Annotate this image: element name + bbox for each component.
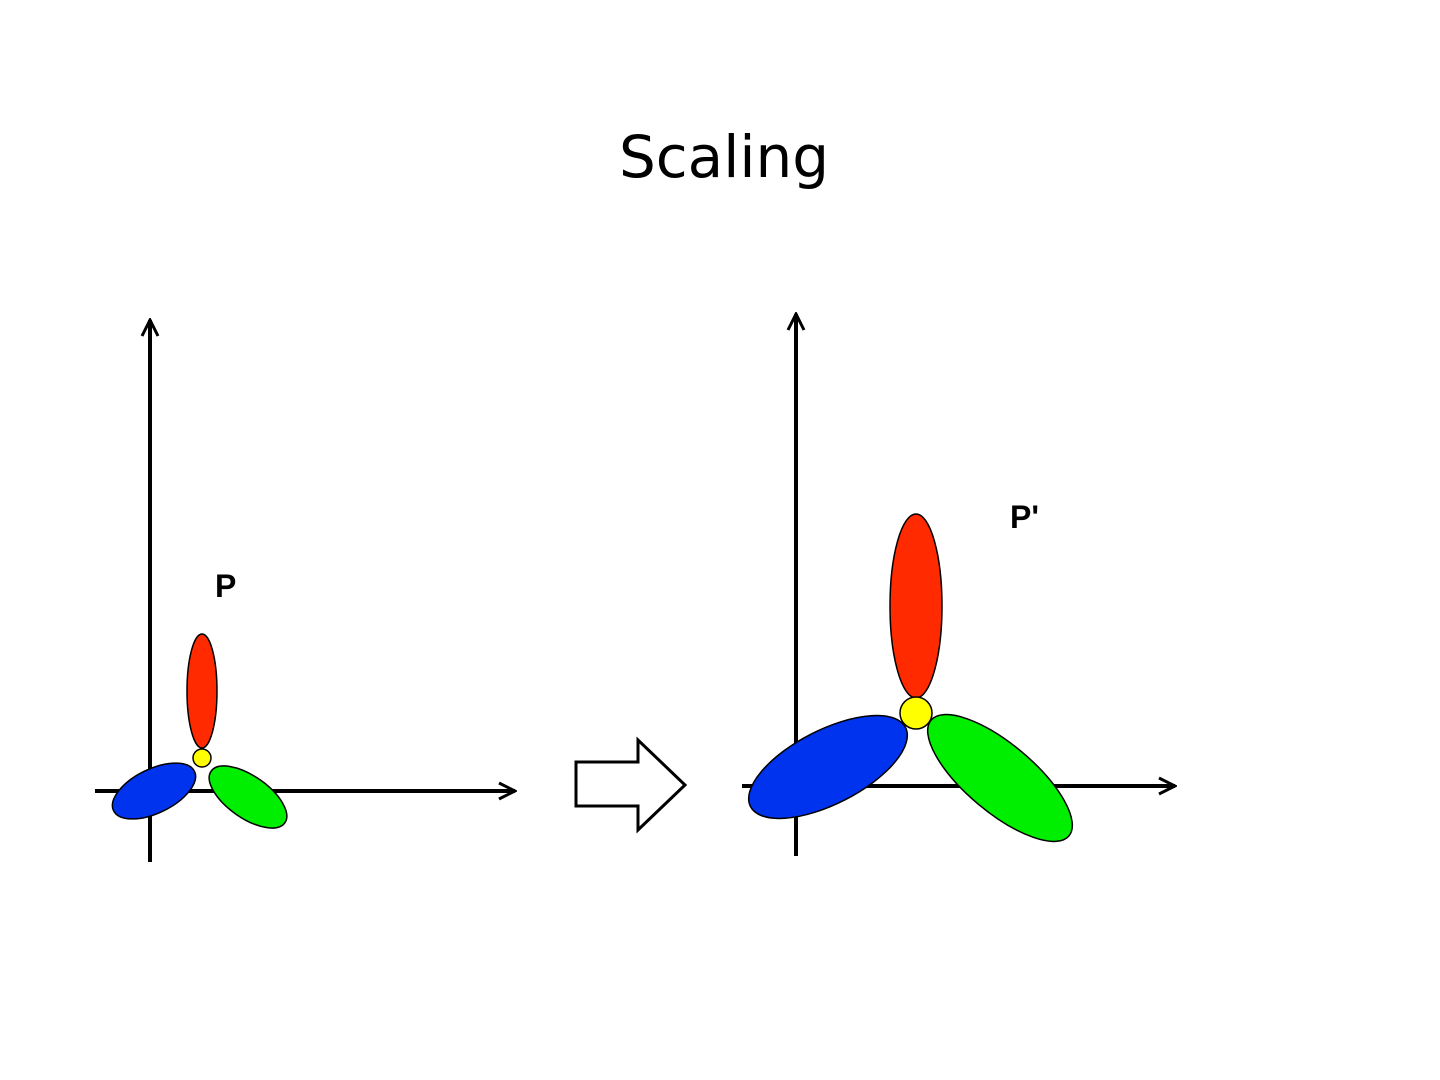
right-figure: P'	[742, 314, 1175, 856]
left-point-label: P	[215, 568, 236, 604]
left-figure: P	[95, 320, 515, 862]
right-arrow-icon	[574, 736, 688, 834]
right-petal-left	[747, 714, 909, 820]
left-petal-top	[186, 633, 218, 749]
left-petal-left	[111, 762, 197, 820]
right-point-label: P'	[1010, 499, 1039, 535]
left-petal-right	[208, 765, 288, 829]
right-petal-right	[926, 713, 1074, 843]
left-center-point	[192, 748, 212, 768]
right-petal-top	[889, 513, 943, 699]
slide-title: Scaling	[618, 123, 830, 191]
right-center-point	[899, 696, 933, 730]
